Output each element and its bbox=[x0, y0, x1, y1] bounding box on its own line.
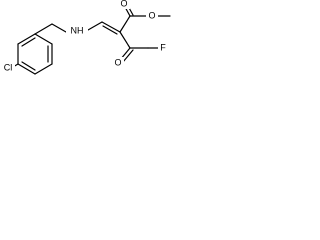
f-label-bg bbox=[158, 42, 168, 54]
ester-oxygen-label: O bbox=[148, 10, 155, 20]
c-c-double-bond bbox=[102, 25, 118, 35]
benzene-ring bbox=[17, 33, 53, 75]
ring-ch2-bond bbox=[34, 23, 53, 35]
chlorine-label: Cl bbox=[4, 62, 13, 72]
ch2-n-bond bbox=[51, 23, 67, 33]
ring-bond bbox=[17, 63, 36, 75]
o-link-label-bg bbox=[146, 10, 158, 22]
c-ester-bond bbox=[119, 15, 131, 33]
ring-bond bbox=[34, 33, 53, 45]
atom-labels: Cl NH O O O F bbox=[1, 0, 168, 73]
ring-bond bbox=[34, 63, 53, 75]
nh-label-bg bbox=[66, 25, 88, 37]
o-carbonyl-label-bg bbox=[119, 0, 130, 9]
chemical-structure-diagram: Cl NH O O O F bbox=[1, 0, 171, 75]
nitrogen-label: NH bbox=[71, 25, 84, 35]
fluorine-label: F bbox=[160, 42, 166, 52]
ketone-c-o-double-bond bbox=[122, 49, 134, 63]
ring-double-bond bbox=[21, 37, 36, 47]
ketone-oxygen-label: O bbox=[114, 57, 121, 67]
cl-label-bg bbox=[1, 62, 15, 73]
ring-double-bond bbox=[21, 61, 36, 71]
ester-carbonyl-oxygen-label: O bbox=[120, 0, 127, 8]
o-ketone-label-bg bbox=[112, 57, 124, 69]
c-ketone-bond bbox=[119, 31, 131, 49]
ring-bond bbox=[17, 33, 36, 45]
n-ch-bond bbox=[87, 21, 103, 31]
c-c-double-bond bbox=[101, 21, 121, 33]
